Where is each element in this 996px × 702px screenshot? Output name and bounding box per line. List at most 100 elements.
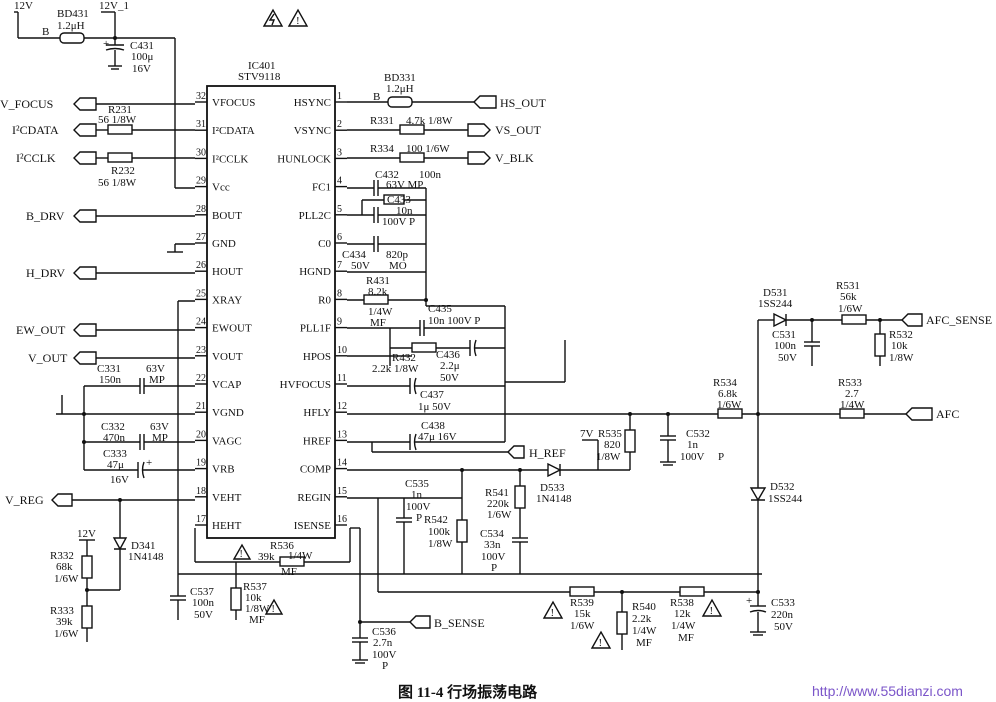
- r537-value: 10k: [245, 592, 262, 604]
- c531-value: 100n: [774, 340, 797, 352]
- c537-voltage: 50V: [194, 609, 213, 621]
- ic-pin-name: BOUT: [212, 210, 242, 222]
- r538-type: MF: [678, 632, 694, 644]
- r535-symbol: [624, 429, 636, 453]
- port-b-sense-label: B_SENSE: [434, 616, 485, 630]
- rail-7v: 7V: [580, 428, 594, 440]
- ic-pin-number: 1: [337, 91, 342, 102]
- d531-value: 1SS244: [758, 298, 793, 310]
- r332-ref: R332: [50, 550, 74, 562]
- c537-value: 100n: [192, 597, 215, 609]
- ic-pin-name: HOUT: [212, 266, 243, 278]
- r332-watt: 1/6W: [54, 573, 79, 585]
- bead-b2-label: B: [373, 91, 380, 103]
- c434-type: MO: [389, 260, 407, 272]
- r333-value: 39k: [56, 616, 73, 628]
- r541-watt: 1/6W: [487, 509, 512, 521]
- port-b-drv: [73, 209, 97, 223]
- port-v-focus: [73, 97, 97, 111]
- r540-value: 2.2k: [632, 613, 652, 625]
- port-ew-out: [73, 323, 97, 337]
- ic-pin-name: VSYNC: [294, 125, 331, 137]
- r537-watt: 1/8W: [245, 603, 270, 615]
- c532-ref: C532: [686, 428, 710, 440]
- c332-voltage: 63V: [150, 421, 169, 433]
- ic-pin-number: 14: [337, 458, 347, 469]
- r537-type: MF: [249, 614, 265, 626]
- r533-ref: R533: [838, 377, 862, 389]
- c436-voltage: 50V: [440, 372, 459, 384]
- ic-pin-number: 12: [337, 401, 347, 412]
- ic-pin-number: 20: [196, 429, 206, 440]
- r231-value: 56 1/8W: [98, 114, 137, 126]
- c536-ref: C536: [372, 626, 396, 638]
- c533-ref: C533: [771, 597, 795, 609]
- c432-voltage: 63V MP: [386, 179, 423, 191]
- bd331-symbol: [387, 96, 413, 108]
- r231-symbol: [107, 124, 133, 135]
- r538-symbol: [679, 586, 705, 597]
- r232-ref: R232: [111, 165, 135, 177]
- watermark: http://www.55dianzi.com: [812, 683, 963, 699]
- r432-symbol: [411, 342, 437, 353]
- figure-caption: 图 11-4 行场振荡电路: [398, 683, 538, 701]
- c533-voltage: 50V: [774, 621, 793, 633]
- c535-type: P: [416, 512, 422, 524]
- port-i2cdata-label: I²CDATA: [12, 123, 59, 137]
- ic-pin-name: PLL2C: [299, 210, 331, 222]
- ic-pin-number: 16: [337, 514, 347, 525]
- c331-ref: C331: [97, 363, 121, 375]
- port-hs-out-label: HS_OUT: [500, 96, 547, 110]
- r333-ref: R333: [50, 605, 74, 617]
- c331-voltage: 63V: [146, 363, 165, 375]
- port-v-blk: [467, 151, 491, 165]
- ic-pin-name: COMP: [300, 464, 331, 476]
- r541-symbol: [514, 485, 526, 509]
- c534-type: P: [491, 562, 497, 574]
- c531-ref: C531: [772, 329, 796, 341]
- r332-value: 68k: [56, 561, 73, 573]
- rail-12v-b: 12V: [77, 528, 96, 540]
- d532-value: 1SS244: [768, 493, 803, 505]
- r532-ref: R532: [889, 329, 913, 341]
- c431-ref: C431: [130, 40, 154, 52]
- r-pll2c-symbol: [383, 194, 405, 205]
- c331-type: MP: [149, 374, 165, 386]
- ic-pin-name: VEHT: [212, 492, 242, 504]
- c534-value: 33n: [484, 539, 501, 551]
- r531-watt: 1/6W: [838, 303, 863, 315]
- ic-pin-number: 8: [337, 288, 342, 299]
- ic-pin-name: VRB: [212, 464, 235, 476]
- c331-value: 150n: [99, 374, 122, 386]
- warning-icon: !: [287, 8, 309, 27]
- d341-value: 1N4148: [128, 551, 164, 563]
- c534-ref: C534: [480, 528, 504, 540]
- ic-pin-number: 31: [196, 119, 206, 130]
- r539-symbol: [569, 586, 595, 597]
- ic-body: [206, 85, 336, 539]
- ic-pin-name: XRAY: [212, 294, 242, 306]
- warning-icon: !: [232, 543, 252, 560]
- ic-pin-name: R0: [318, 294, 331, 306]
- c535-voltage: 100V: [406, 501, 431, 513]
- bd331-ref: BD331: [384, 72, 416, 84]
- r432-ref: R432: [392, 352, 416, 364]
- svg-text:!: !: [710, 605, 714, 617]
- port-v-out-label: V_OUT: [28, 351, 68, 365]
- c536-type: P: [382, 660, 388, 672]
- r333-symbol: [81, 605, 93, 629]
- ic-pin-name: HVFOCUS: [280, 379, 331, 391]
- r535-ref: R535: [598, 428, 622, 440]
- svg-text:+: +: [103, 38, 109, 50]
- port-h-ref-label: H_REF: [529, 446, 566, 460]
- ic-pin-name: I²CCLK: [212, 153, 248, 165]
- r536-value: 39k: [258, 551, 275, 563]
- r542-ref: R542: [424, 514, 448, 526]
- r534-value: 6.8k: [718, 388, 738, 400]
- ic-pin-number: 15: [337, 486, 347, 497]
- ic-pin-name: FC1: [312, 182, 331, 194]
- ic-part: STV9118: [238, 71, 281, 83]
- c431-voltage: 16V: [132, 63, 151, 75]
- c433-voltage: 100V P: [382, 216, 415, 228]
- c432-value: 100n: [419, 169, 442, 181]
